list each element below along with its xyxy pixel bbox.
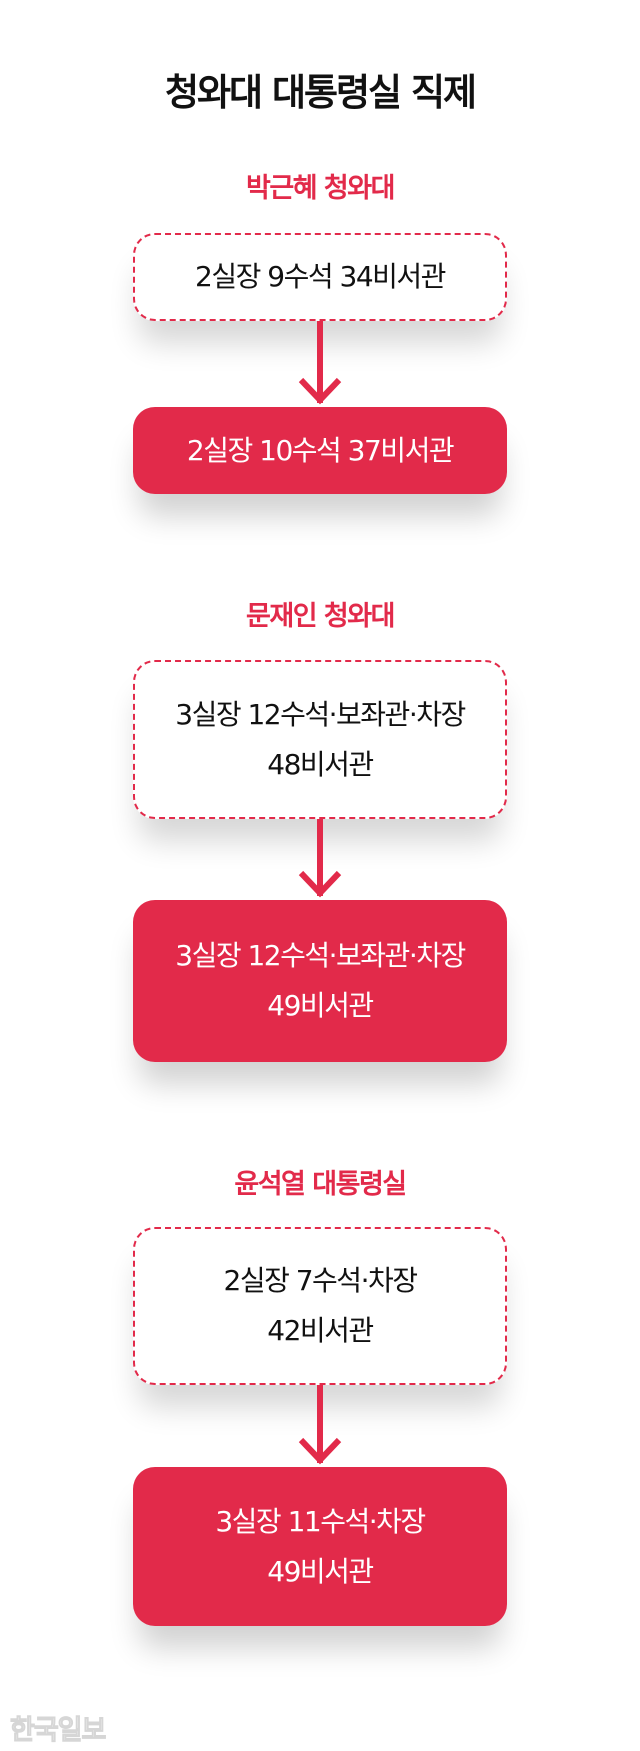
box-line: 3실장 12수석·보좌관·차장 xyxy=(175,697,466,731)
arrow-down-icon xyxy=(298,1385,342,1465)
box-line: 49비서관 xyxy=(267,989,374,1022)
before-box-moon: 3실장 12수석·보좌관·차장 48비서관 xyxy=(133,660,507,819)
box-line: 2실장 9수석 34비서관 xyxy=(195,260,446,293)
after-box-moon: 3실장 12수석·보좌관·차장 49비서관 xyxy=(133,900,507,1062)
box-line: 42비서관 xyxy=(267,1314,374,1347)
box-line: 2실장 7수석·차장 xyxy=(223,1264,419,1297)
arrow-down-icon xyxy=(298,321,342,405)
after-box-park: 2실장 10수석 37비서관 xyxy=(133,407,507,494)
arrow-down-icon xyxy=(298,819,342,898)
publisher-watermark: 한국일보 xyxy=(9,1715,106,1747)
after-box-yoon: 3실장 11수석·차장 49비서관 xyxy=(133,1467,507,1626)
page-title: 청와대 대통령실 직제 xyxy=(164,71,477,114)
section-heading-moon: 문재인 청와대 xyxy=(246,601,395,632)
box-line: 3실장 11수석·차장 xyxy=(215,1504,426,1538)
section-heading-yoon: 윤석열 대통령실 xyxy=(234,1169,407,1200)
box-line: 2실장 10수석 37비서관 xyxy=(186,433,455,467)
box-line: 48비서관 xyxy=(267,747,374,781)
before-box-yoon: 2실장 7수석·차장 42비서관 xyxy=(133,1227,507,1385)
section-heading-park: 박근혜 청와대 xyxy=(246,173,395,204)
box-line: 3실장 12수석·보좌관·차장 xyxy=(175,939,466,972)
box-line: 49비서관 xyxy=(267,1554,374,1588)
before-box-park: 2실장 9수석 34비서관 xyxy=(133,233,507,321)
